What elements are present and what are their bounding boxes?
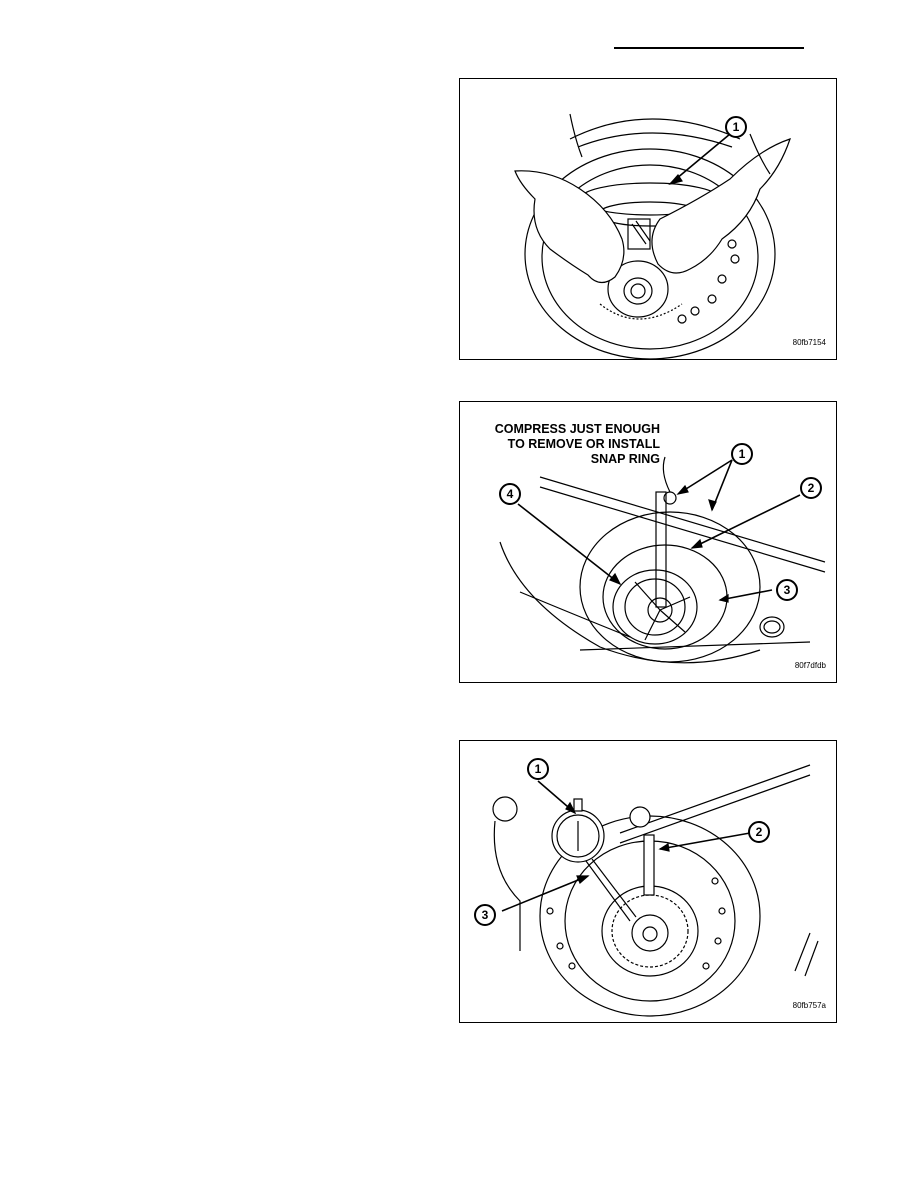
figure-caption: COMPRESS JUST ENOUGH TO REMOVE OR INSTAL… bbox=[460, 422, 660, 467]
figure-id: 80f7dfdb bbox=[794, 661, 826, 670]
figure-1: 1 80fb7154 bbox=[459, 78, 837, 360]
figure-1-illustration bbox=[514, 113, 791, 359]
callout-2: 2 bbox=[800, 477, 822, 499]
callout-1: 1 bbox=[527, 758, 549, 780]
callout-2: 2 bbox=[748, 821, 770, 843]
figure-id: 80fb7154 bbox=[792, 338, 826, 347]
figure-2: COMPRESS JUST ENOUGH TO REMOVE OR INSTAL… bbox=[459, 401, 837, 683]
figure-2-illustration bbox=[499, 456, 826, 664]
caption-line-2: TO REMOVE OR INSTALL bbox=[507, 437, 660, 451]
header-rule bbox=[614, 47, 804, 49]
callout-1: 1 bbox=[731, 443, 753, 465]
figure-3-illustration bbox=[492, 764, 819, 1017]
caption-line-3: SNAP RING bbox=[590, 452, 660, 466]
figure-3: 1 2 3 80fb757a bbox=[459, 740, 837, 1023]
callout-4: 4 bbox=[499, 483, 521, 505]
caption-line-1: COMPRESS JUST ENOUGH bbox=[494, 422, 660, 436]
callout-1: 1 bbox=[725, 116, 747, 138]
callout-3: 3 bbox=[474, 904, 496, 926]
figure-id: 80fb757a bbox=[792, 1001, 826, 1010]
callout-3: 3 bbox=[776, 579, 798, 601]
